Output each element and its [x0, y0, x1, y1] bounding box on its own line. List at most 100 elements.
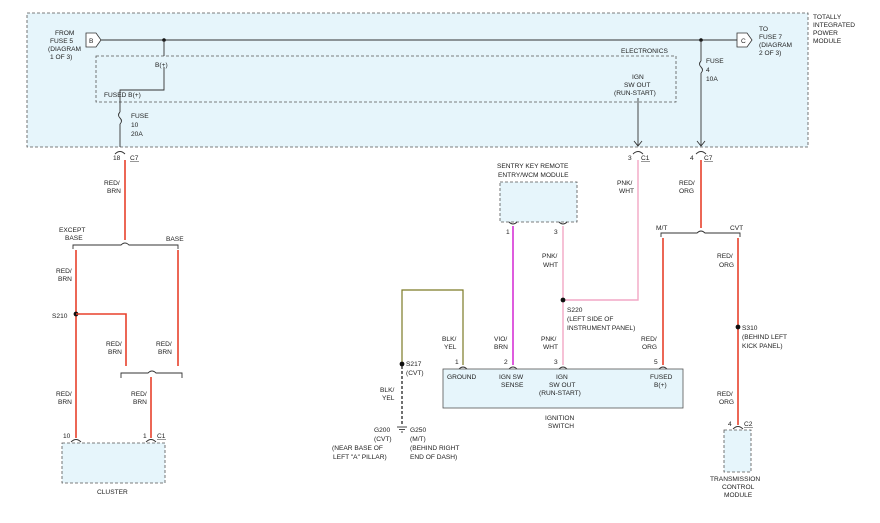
g200-1: G200: [374, 427, 390, 434]
electronics-label: ELECTRONICS: [621, 48, 668, 55]
s210-branch-wire: [76, 313, 127, 366]
red-org-cvt-2: ORG: [719, 262, 734, 269]
s217-splice: [399, 361, 405, 367]
pnk-wht-sentry-2: WHT: [543, 262, 558, 269]
pnk-wht-ign-2: WHT: [543, 344, 558, 351]
cluster-box: [61, 442, 166, 484]
ign-label-1: IGNITION: [545, 415, 575, 422]
vio-brn-1: VIO/: [494, 336, 507, 343]
cluster-c1-pin: 1: [143, 433, 147, 440]
ign-pin3-connector: [558, 366, 568, 370]
c7-right-connector: [695, 151, 707, 155]
red-brn-mid-2: BRN: [108, 349, 122, 356]
fuse4-label-2: 4: [706, 67, 710, 74]
g250-2: (M/T): [410, 436, 426, 443]
tipm-label-1: TOTALLY: [813, 14, 842, 21]
fuse4-symbol: [699, 60, 703, 74]
red-org-tcm-2: ORG: [719, 399, 734, 406]
to-fuse7-3: (DIAGRAM: [759, 42, 792, 49]
s210-label: S210: [52, 313, 68, 320]
blk-yel-low-2: YEL: [382, 395, 395, 402]
to-fuse7-1: TO: [759, 26, 768, 33]
red-org-top-2: ORG: [679, 188, 694, 195]
c7-left-connector: [114, 151, 126, 155]
ign-sense-1: IGN SW: [499, 374, 524, 381]
ignition-switch-box: [442, 368, 684, 409]
g200-3: (NEAR BASE OF: [332, 445, 383, 452]
ign-sw-out-1: IGN: [632, 74, 644, 81]
fuse10-label-1: FUSE: [131, 113, 149, 120]
g250-4: END OF DASH): [410, 454, 457, 461]
g250-3: (BEHIND RIGHT: [410, 445, 459, 452]
fused-bplus-label: FUSED B(+): [104, 92, 141, 99]
sentry-pin1: 1: [506, 229, 510, 236]
pnk-wht-right-2: WHT: [619, 188, 634, 195]
mt-label: M/T: [656, 225, 667, 232]
tipm-label-2: INTEGRATED: [813, 22, 855, 29]
ign-label-2: SWITCH: [548, 423, 574, 430]
sentry-label-1: SENTRY KEY REMOTE: [497, 163, 569, 170]
connector-b-label: B: [89, 38, 94, 45]
ign-out-3: (RUN-START): [539, 390, 581, 397]
bplus-label: B(+): [155, 62, 168, 69]
vio-brn-2: BRN: [494, 344, 508, 351]
ign-pin5: 5: [654, 359, 658, 366]
cvt-label: CVT: [730, 225, 743, 232]
except-base-2: BASE: [65, 235, 83, 242]
tipm-box: [26, 12, 809, 148]
c1-mid-name: C1: [641, 155, 650, 162]
s310-label-1: S310: [742, 325, 758, 332]
fused-bplus-wire: [119, 67, 165, 112]
red-brn-mid-1: RED/: [106, 341, 122, 348]
ign-pin2: 2: [504, 359, 508, 366]
blk-yel-top-2: YEL: [444, 344, 457, 351]
mt-cvt-split-bar: [660, 230, 741, 237]
cluster-label: CLUSTER: [97, 489, 128, 496]
blk-yel-top-1: BLK/: [442, 336, 456, 343]
pnk-wht-ign-out-wire: [563, 160, 639, 301]
ign-sw-out-2: SW OUT: [624, 82, 650, 89]
s310-label-2: (BEHIND LEFT: [742, 334, 787, 341]
red-org-mt-1: RED/: [641, 336, 657, 343]
to-fuse7-2: FUSE 7: [759, 34, 782, 41]
red-brn-right-2: BRN: [158, 349, 172, 356]
cluster-pin10-connector: [70, 439, 82, 443]
red-brn-right-1: RED/: [156, 341, 172, 348]
ign-ground: GROUND: [447, 374, 477, 381]
red-brn-low-mid-2: BRN: [133, 399, 147, 406]
c1-mid-connector: [632, 151, 644, 155]
from-fuse5-4: 1 OF 3): [50, 54, 72, 61]
blk-yel-low-1: BLK/: [380, 387, 394, 394]
pnk-wht-ign-1: PNK/: [541, 336, 557, 343]
red-brn-top-2: BRN: [107, 188, 121, 195]
fuse10-label-2: 10: [131, 122, 139, 129]
red-org-cvt-1: RED/: [717, 253, 733, 260]
g200-4: LEFT "A" PILLAR): [333, 454, 387, 461]
electronics-box: [95, 55, 677, 103]
connector-b-arrow: [85, 32, 102, 48]
red-org-top-1: RED/: [679, 180, 695, 187]
ign-fused-2: B(+): [654, 382, 667, 389]
red-brn-low-mid-1: RED/: [131, 391, 147, 398]
red-brn-top-1: RED/: [104, 180, 120, 187]
connector-c-label: C: [741, 38, 746, 45]
g250-1: G250: [410, 427, 426, 434]
from-fuse5-2: FUSE 5: [50, 38, 73, 45]
tcm-box: [723, 429, 752, 473]
blk-yel-top-wire: [401, 289, 464, 365]
ign-out-2: SW OUT: [549, 382, 575, 389]
s217-label-2: (CVT): [406, 370, 424, 377]
c7-left-pin: 18: [113, 155, 121, 162]
base-label: BASE: [166, 236, 184, 243]
c7-right-name: C7: [704, 155, 713, 162]
s220-label-1: S220: [567, 307, 583, 314]
pnk-wht-right-1: PNK/: [617, 180, 633, 187]
s310-splice: [735, 324, 741, 330]
c1-mid-pin: 3: [628, 155, 632, 162]
cluster-merge-bar: [120, 370, 183, 378]
red-brn-left-2: BRN: [58, 276, 72, 283]
ign-pin3: 3: [554, 359, 558, 366]
g200-2: (CVT): [374, 436, 392, 443]
pnk-wht-sentry-1: PNK/: [542, 253, 558, 260]
